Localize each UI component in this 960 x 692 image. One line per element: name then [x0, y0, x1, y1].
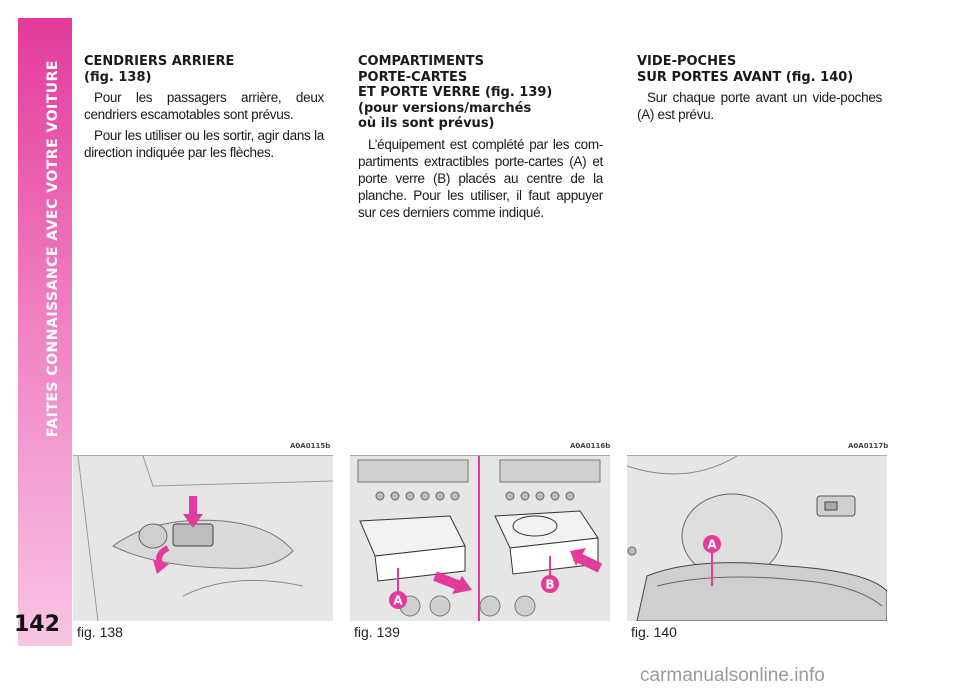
heading-line: CENDRIERS ARRIERE [84, 54, 235, 69]
paragraph: Pour les passagers arrière, deux cendrie… [84, 90, 324, 122]
heading-line: COMPARTIMENTS [358, 54, 484, 69]
label-a: A [707, 538, 717, 552]
figure-code: A0A0116b [570, 442, 611, 450]
paragraph: Sur chaque porte avant un vide-poches (A… [637, 90, 882, 122]
label-a: A [393, 594, 403, 608]
sidebar-title: FAITES CONNAISSANCE AVEC VOTRE VOITURE [45, 60, 61, 438]
figure-138-illustration [73, 455, 333, 621]
label-b: B [545, 578, 554, 592]
figure-caption: fig. 140 [631, 624, 677, 640]
figure-139-illustration: A B [350, 455, 610, 621]
section-heading: CENDRIERS ARRIERE (fig. 138) [84, 54, 324, 85]
heading-subline: (pour versions/marchés [358, 100, 532, 116]
section-heading: VIDE-POCHES SUR PORTES AVANT (fig. 140) [637, 54, 882, 85]
heading-line: ET PORTE VERRE [358, 85, 481, 100]
section-rear-ashtrays: CENDRIERS ARRIERE (fig. 138) Pour les pa… [84, 54, 324, 165]
heading-fig-ref: (fig. 138) [84, 69, 152, 85]
section-sidebar [18, 18, 72, 646]
paragraph: L’équipement est complété par les com-pa… [358, 136, 603, 220]
section-card-glass-compartments: COMPARTIMENTS PORTE-CARTES ET PORTE VERR… [358, 54, 603, 225]
heading-line: SUR PORTES AVANT [637, 69, 782, 85]
heading-fig-ref: (fig. 140) [785, 69, 854, 85]
section-door-pockets: VIDE-POCHES SUR PORTES AVANT (fig. 140) … [637, 54, 882, 127]
watermark: carmanualsonline.info [640, 665, 825, 686]
section-heading: COMPARTIMENTS PORTE-CARTES ET PORTE VERR… [358, 54, 603, 132]
figure-code: A0A0117b [848, 442, 889, 450]
heading-fig-ref: (fig. 139) [484, 85, 553, 100]
heading-line: PORTE-CARTES [358, 69, 468, 85]
figure-caption: fig. 139 [354, 624, 400, 640]
figure-140-illustration: A [627, 455, 887, 621]
heading-line: VIDE-POCHES [637, 54, 737, 69]
heading-subline: où ils sont prévus) [358, 116, 495, 131]
page-number: 142 [14, 612, 60, 637]
figure-code: A0A0115b [290, 442, 331, 450]
figure-caption: fig. 138 [77, 624, 123, 640]
paragraph: Pour les utiliser ou les sortir, agir da… [84, 128, 324, 160]
